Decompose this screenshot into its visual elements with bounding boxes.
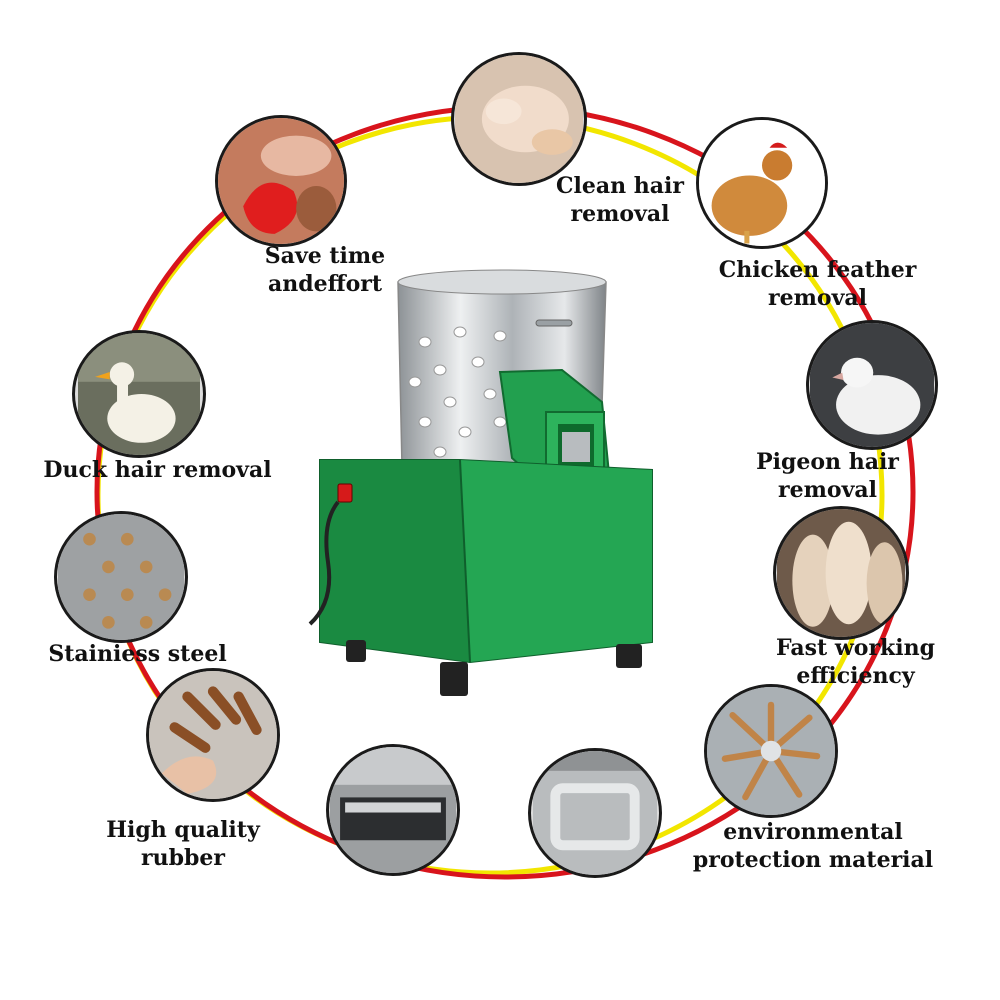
duck-hair-label: Duck hair removal xyxy=(43,457,272,483)
rubber-fingers-drum-photo-icon xyxy=(704,684,838,818)
environmental-label: environmental protection material xyxy=(692,819,934,873)
rubber-fingers-photo-icon xyxy=(146,668,280,802)
hand-with-rooster-photo-icon xyxy=(215,115,347,247)
white-duck-photo-icon xyxy=(72,330,206,458)
plucked-birds-photo-icon xyxy=(773,506,909,640)
chicken-feather-label: Chicken feather removal xyxy=(718,257,917,311)
plucked-chicken-photo-icon xyxy=(451,52,587,186)
save-time-label: Save time andeffort xyxy=(264,243,386,297)
fast-working-label: Fast working efficiency xyxy=(775,635,936,689)
brown-hen-photo-icon xyxy=(696,117,828,249)
pigeon-hair-label: Pigeon hair removal xyxy=(756,449,899,503)
steel-handle-photo-icon xyxy=(528,748,662,878)
rubber-label: High quality rubber xyxy=(106,817,260,871)
stainless-steel-label: Stainiess steel xyxy=(48,641,227,667)
plucker-machine-icon xyxy=(308,269,653,696)
white-pigeon-photo-icon xyxy=(806,320,938,450)
steel-plate-photo-icon xyxy=(54,511,188,643)
steel-outlet-photo-icon xyxy=(326,744,460,876)
clean-hair-label: Clean hair removal xyxy=(556,173,684,227)
